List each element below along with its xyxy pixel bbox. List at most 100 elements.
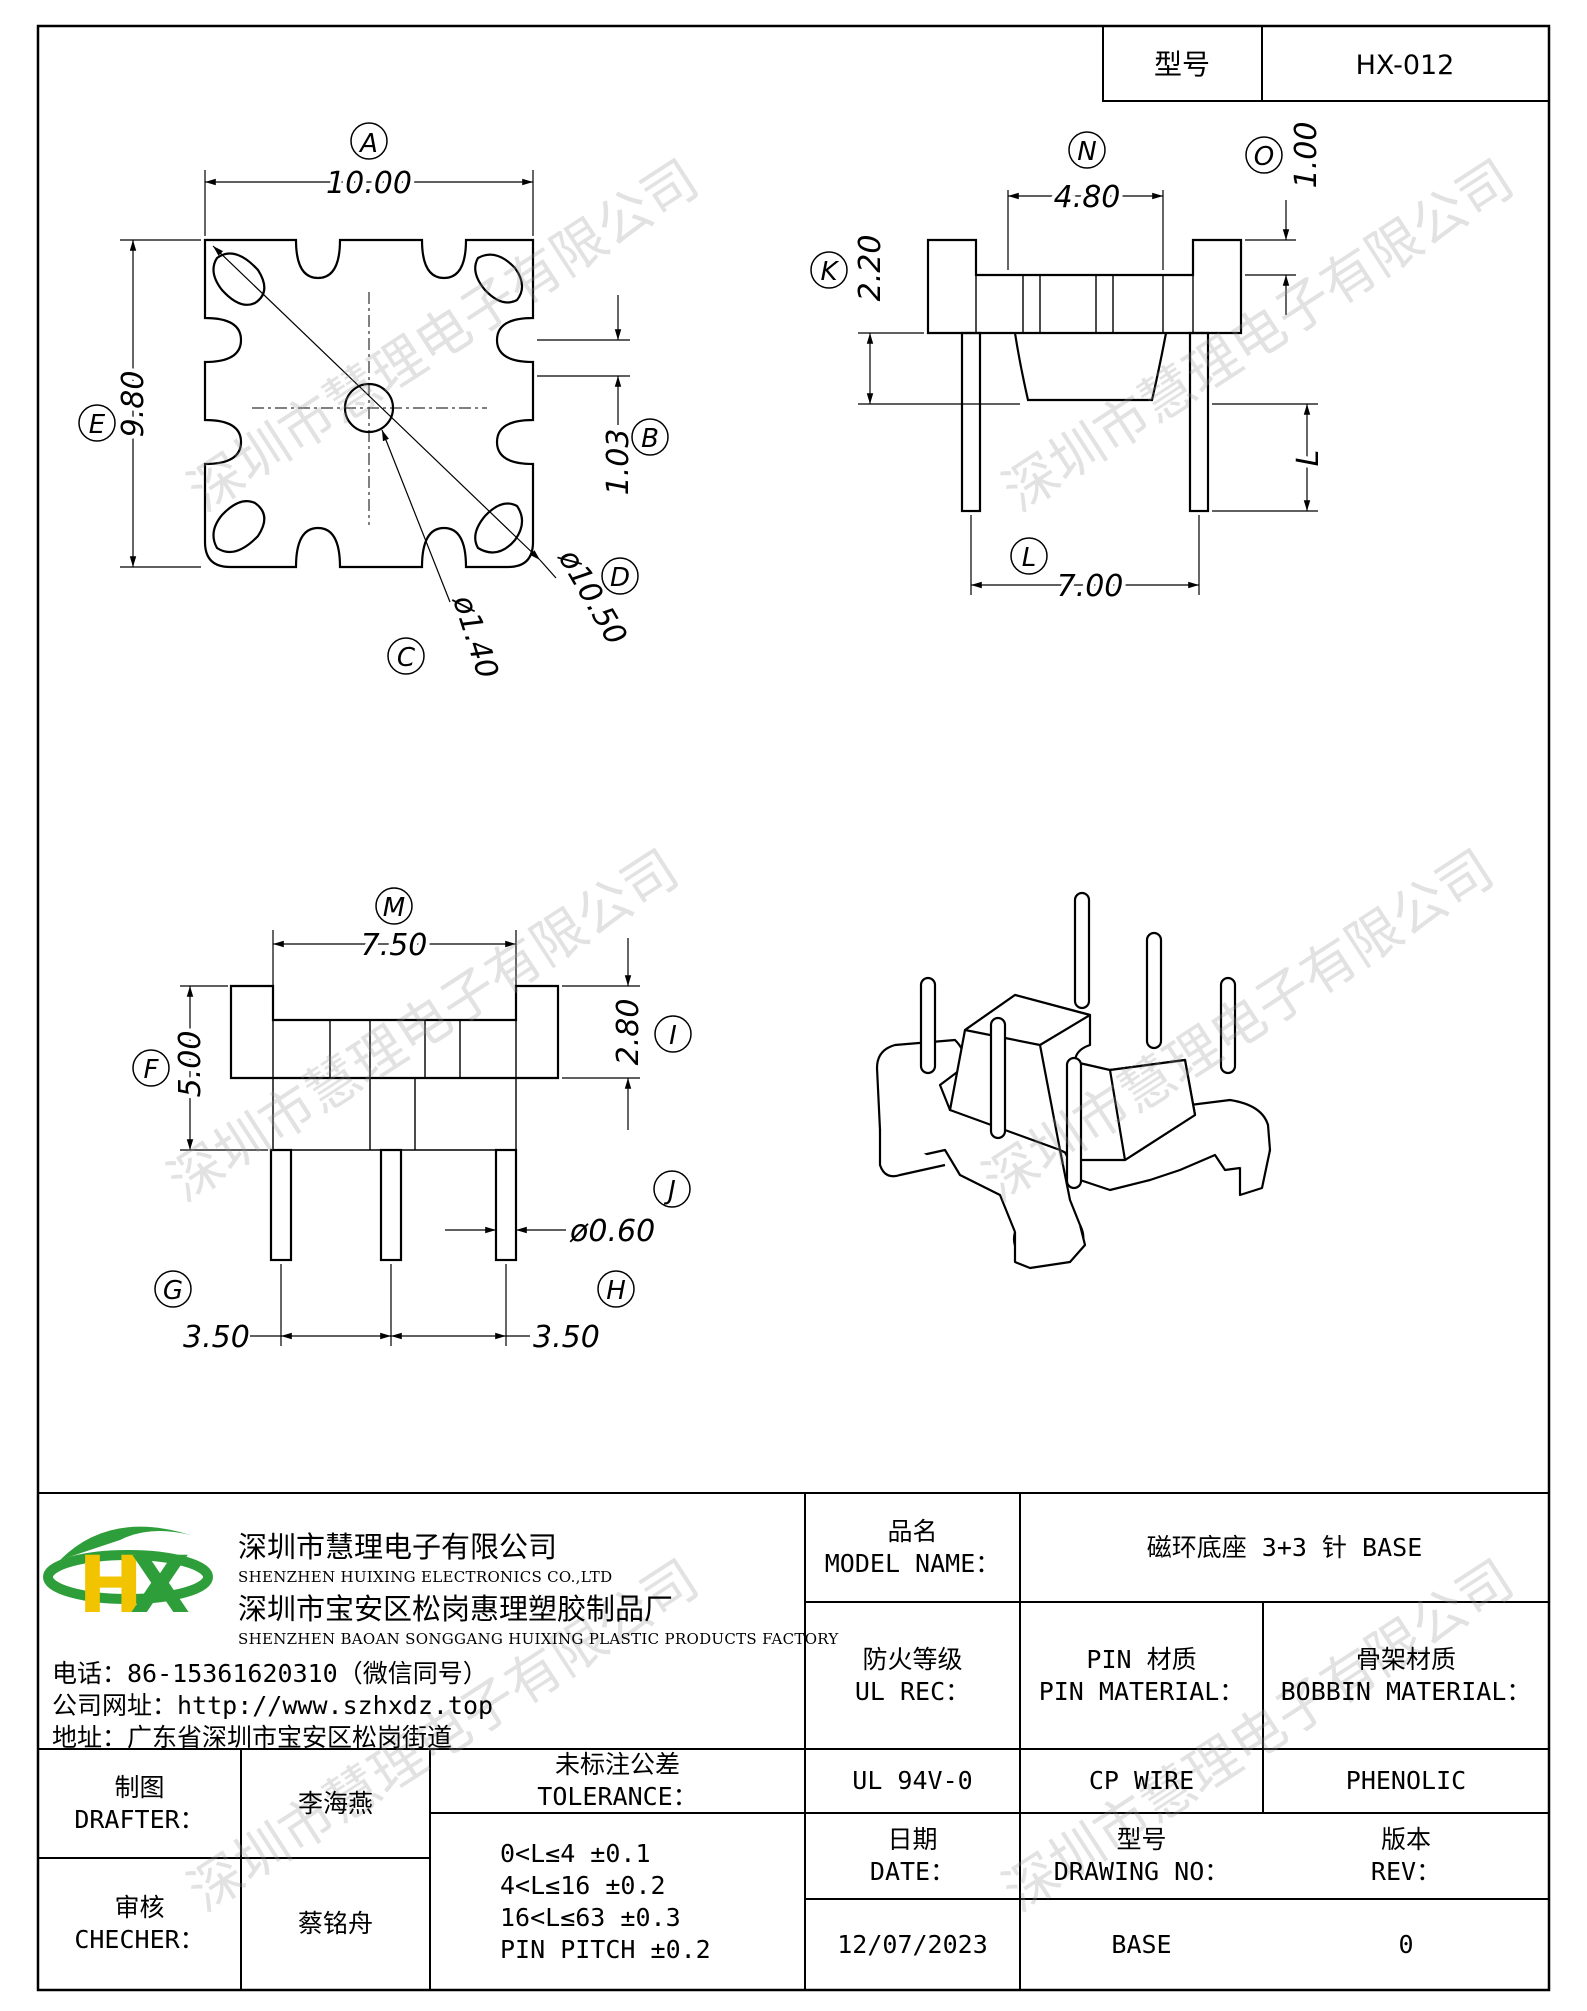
pin-material-header: PIN 材质 PIN MATERIAL： [1020,1602,1263,1749]
dim-h-letter: H [606,1276,626,1306]
title-box: 型号 HX-012 [1102,25,1550,102]
company-name-en: SHENZHEN HUIXING ELECTRONICS CO.,LTD [238,1568,613,1586]
tolerance-line: 4<L≤16 ±0.2 [500,1870,666,1900]
dim-b-value: 1.03 [601,429,636,496]
logo-letter-h: H [78,1541,143,1631]
side-view-body [926,238,1243,335]
checker-cn: 审核 [114,1893,165,1922]
date-header: 日期 DATE： [805,1813,1020,1899]
front-view-body [229,984,560,1080]
dim-k-value: 2.20 [853,235,888,302]
isometric-view [875,891,1272,1270]
dim-h-value: 3.50 [533,1320,600,1355]
checker-header: 审核 CHECHER： [38,1858,241,1990]
dim-d-letter: D [610,563,630,593]
border-frame [36,24,1551,1992]
dim-a-letter: A [358,129,378,159]
drawing-no-header: 型号 DRAWING NO： [1020,1813,1263,1899]
pin-material-value-text: CP WIRE [1088,1766,1195,1795]
pin-material-cn: PIN 材质 [1086,1644,1197,1674]
rev-en: REV： [1370,1857,1442,1886]
dim-e-letter: E [89,410,106,440]
dim-f-letter: F [144,1055,160,1085]
drafter-en: DRAFTER： [74,1804,205,1834]
dim-l-vertical-value: L [1291,450,1326,467]
dim-g-value: 3.50 [183,1320,250,1355]
tolerance-line: PIN PITCH ±0.2 [500,1934,711,1964]
ul-rec-header: 防火等级 UL REC： [805,1602,1020,1749]
dim-l-value: 7.00 [1057,569,1124,604]
bobbin-material-header: 骨架材质 BOBBIN MATERIAL： [1263,1602,1549,1749]
drawing-no-cn: 型号 [1116,1825,1167,1854]
pin-material-en: PIN MATERIAL： [1038,1676,1245,1706]
drawing-no-value: BASE [1020,1899,1263,1990]
drawing-no-value-text: BASE [1111,1929,1172,1959]
checker-value: 蔡铭舟 [241,1858,430,1990]
dim-f-value: 5.00 [173,1031,208,1098]
drafter-value: 李海燕 [241,1749,430,1858]
company-name-cn: 深圳市慧理电子有限公司 [238,1530,558,1564]
date-cn: 日期 [887,1825,938,1854]
rev-value-text: 0 [1398,1929,1414,1959]
date-en: DATE： [869,1857,956,1886]
dim-n-letter: N [1077,137,1096,167]
dim-m-letter: M [383,893,405,923]
company-phone: 电话：86-15361620310（微信同号） [52,1659,488,1688]
model-value: HX-012 [1356,50,1455,81]
front-view [180,930,640,1346]
title-table-grid [38,1492,1549,1990]
dim-i-letter: I [669,1021,677,1051]
top-view-labels: A 10.00 9.80 E 1.03 B ø10.50 D ø1.40 C [78,122,669,683]
dim-l-letter: L [1022,543,1037,573]
checker-en: CHECHER： [74,1925,205,1954]
side-view-labels: N 4.80 O 1.00 K 2.20 L L 7.00 [810,122,1330,608]
ul-rec-value-text: UL 94V-0 [852,1766,973,1795]
tolerance-en: TOLERANCE： [537,1782,698,1811]
model-name-value: 磁环底座 3+3 针 BASE [1020,1493,1549,1602]
drafter-value-text: 李海燕 [297,1788,373,1818]
pin-material-value: CP WIRE [1020,1749,1263,1813]
dim-i-value: 2.80 [611,999,646,1066]
model-name-value-text: 磁环底座 3+3 针 BASE [1146,1532,1423,1562]
tolerance-header: 未标注公差 TOLERANCE： [430,1749,805,1813]
dim-c-letter: C [397,643,416,673]
model-label: 型号 [1154,48,1210,81]
logo-letter-x: X [130,1541,190,1631]
tolerance-cn: 未标注公差 [554,1750,680,1779]
checker-value-text: 蔡铭舟 [297,1909,373,1938]
dim-a-value: 10.00 [326,166,412,201]
rev-header: 版本 REV： [1263,1813,1549,1899]
drafter-header: 制图 DRAFTER： [38,1749,241,1858]
rev-value: 0 [1263,1899,1549,1990]
date-value-text: 12/07/2023 [837,1929,988,1959]
dim-o-letter: O [1254,142,1274,172]
ul-rec-en: UL REC： [854,1676,971,1706]
model-name-header: 品名 MODEL NAME： [805,1493,1020,1602]
drafter-cn: 制图 [114,1772,165,1802]
top-view [120,170,630,603]
dim-m-value: 7.50 [361,928,428,963]
dim-c-value: ø1.40 [445,590,505,683]
bobbin-material-cn: 骨架材质 [1355,1644,1456,1674]
dim-e-value: 9.80 [116,371,151,438]
factory-name-cn: 深圳市宝安区松岗惠理塑胶制品厂 [238,1592,674,1626]
dim-o-value: 1.00 [1289,122,1324,189]
company-website[interactable]: 公司网址：http://www.szhxdz.top [52,1691,494,1720]
dim-b-letter: B [641,424,659,454]
drawing-no-en: DRAWING NO： [1053,1857,1230,1886]
tolerance-values: 0<L≤4 ±0.1 4<L≤16 ±0.2 16<L≤63 ±0.3 PIN … [500,1813,805,1990]
model-name-en: MODEL NAME： [824,1548,1001,1578]
ul-rec-cn: 防火等级 [862,1644,963,1674]
model-name-cn: 品名 [887,1516,938,1546]
bobbin-material-value-text: PHENOLIC [1345,1766,1467,1795]
rev-cn: 版本 [1380,1825,1431,1854]
company-address: 地址：广东省深圳市宝安区松岗街道 [52,1723,453,1752]
dim-d-value: ø10.50 [551,542,634,651]
tolerance-line: 0<L≤4 ±0.1 [500,1838,651,1868]
bobbin-material-en: BOBBIN MATERIAL： [1280,1676,1532,1706]
bobbin-material-value: PHENOLIC [1263,1749,1549,1813]
side-view [858,190,1318,595]
company-logo: H X [43,1526,213,1631]
